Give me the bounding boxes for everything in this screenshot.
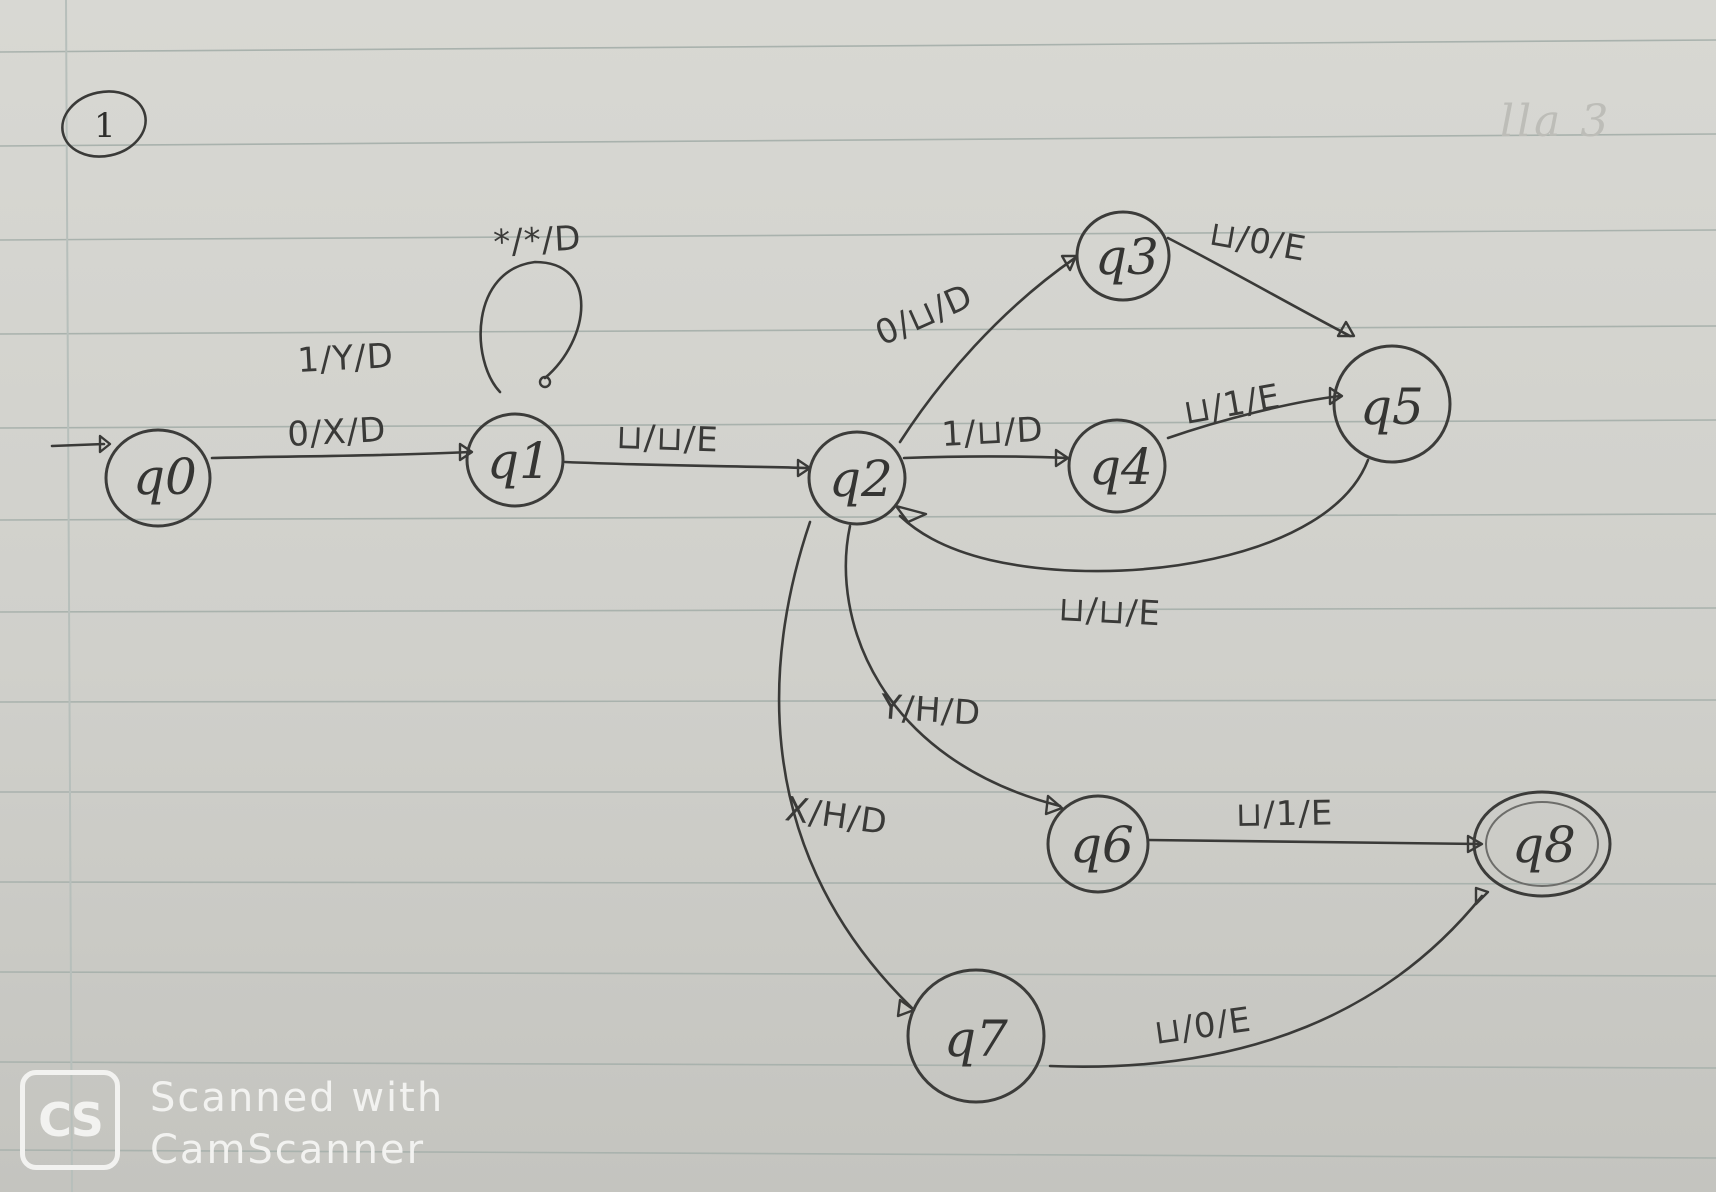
state-label: q8 xyxy=(1512,816,1576,874)
edge-label-q7-q8: ⊔/0/E xyxy=(1152,1000,1254,1053)
state-q5[interactable]: q5 xyxy=(1332,344,1452,464)
state-label: q5 xyxy=(1360,378,1424,436)
edge-q6-q8 xyxy=(1146,834,1484,854)
edge-label-q2-q7: X/H/D xyxy=(783,789,891,843)
state-label: q4 xyxy=(1089,438,1153,496)
edge-label-q0-q1-1: 1/Y/D xyxy=(296,336,394,381)
edge-label-q5-q2: ⊔/⊔/E xyxy=(1058,589,1162,634)
edge-label-q1-loop: */*/D xyxy=(492,218,582,263)
edge-q2-q3 xyxy=(898,254,1078,444)
edge-q1-q2 xyxy=(563,458,812,478)
bleed-through-text: lla 3 xyxy=(1500,96,1612,147)
edge-q2-q7 xyxy=(777,520,916,1018)
watermark-text: Scanned with CamScanner xyxy=(150,1072,444,1176)
state-label: q7 xyxy=(944,1010,1008,1068)
edge-label-q2-q6: Y/H/D xyxy=(878,687,982,734)
edge-q3-q5 xyxy=(1166,236,1356,338)
state-label: q6 xyxy=(1070,816,1134,874)
edge-label-q0-q1-2: 0/X/D xyxy=(286,410,387,455)
edge-label-q1-q2: ⊔/⊔/E xyxy=(616,417,720,461)
state-label: q1 xyxy=(487,432,551,490)
state-label: q0 xyxy=(133,448,197,506)
edge-q5-q2 xyxy=(894,458,1370,573)
camscanner-watermark: CS Scanned with CamScanner xyxy=(14,1066,454,1178)
edge-q2-q4 xyxy=(902,448,1070,468)
edge-label-q2-q3: 0/⊔/D xyxy=(869,276,979,354)
problem-number: 1 xyxy=(94,106,116,146)
state-q0[interactable]: q0 xyxy=(104,428,212,528)
watermark-line-2: CamScanner xyxy=(150,1127,426,1173)
edge-label-q6-q8: ⊔/1/E xyxy=(1235,793,1333,835)
state-q2[interactable]: q2 xyxy=(807,430,907,526)
margin-line xyxy=(65,0,73,1192)
edge-q2-q6 xyxy=(844,524,1064,816)
camscanner-logo-icon: CS xyxy=(20,1070,120,1170)
state-q1[interactable]: q1 xyxy=(465,412,565,508)
start-arrow xyxy=(50,434,112,454)
state-q4[interactable]: q4 xyxy=(1067,418,1167,514)
edge-label-q2-q4: 1/⊔/D xyxy=(940,410,1044,455)
edge-q1-q1-loop xyxy=(479,260,583,394)
watermark-line-1: Scanned with xyxy=(150,1075,445,1121)
state-q6[interactable]: q6 xyxy=(1046,794,1150,894)
edge-label-q4-q5: ⊔/1/E xyxy=(1181,377,1284,433)
state-label: q3 xyxy=(1095,228,1159,286)
edge-q7-q8 xyxy=(1048,886,1490,1068)
state-q8-accept[interactable]: q8 xyxy=(1472,790,1612,898)
state-label: q2 xyxy=(829,450,893,508)
edge-label-q3-q5: ⊔/0/E xyxy=(1206,213,1309,269)
state-q7[interactable]: q7 xyxy=(906,968,1046,1104)
state-q3[interactable]: q3 xyxy=(1075,210,1171,302)
problem-number-mark: 1 xyxy=(61,90,147,158)
